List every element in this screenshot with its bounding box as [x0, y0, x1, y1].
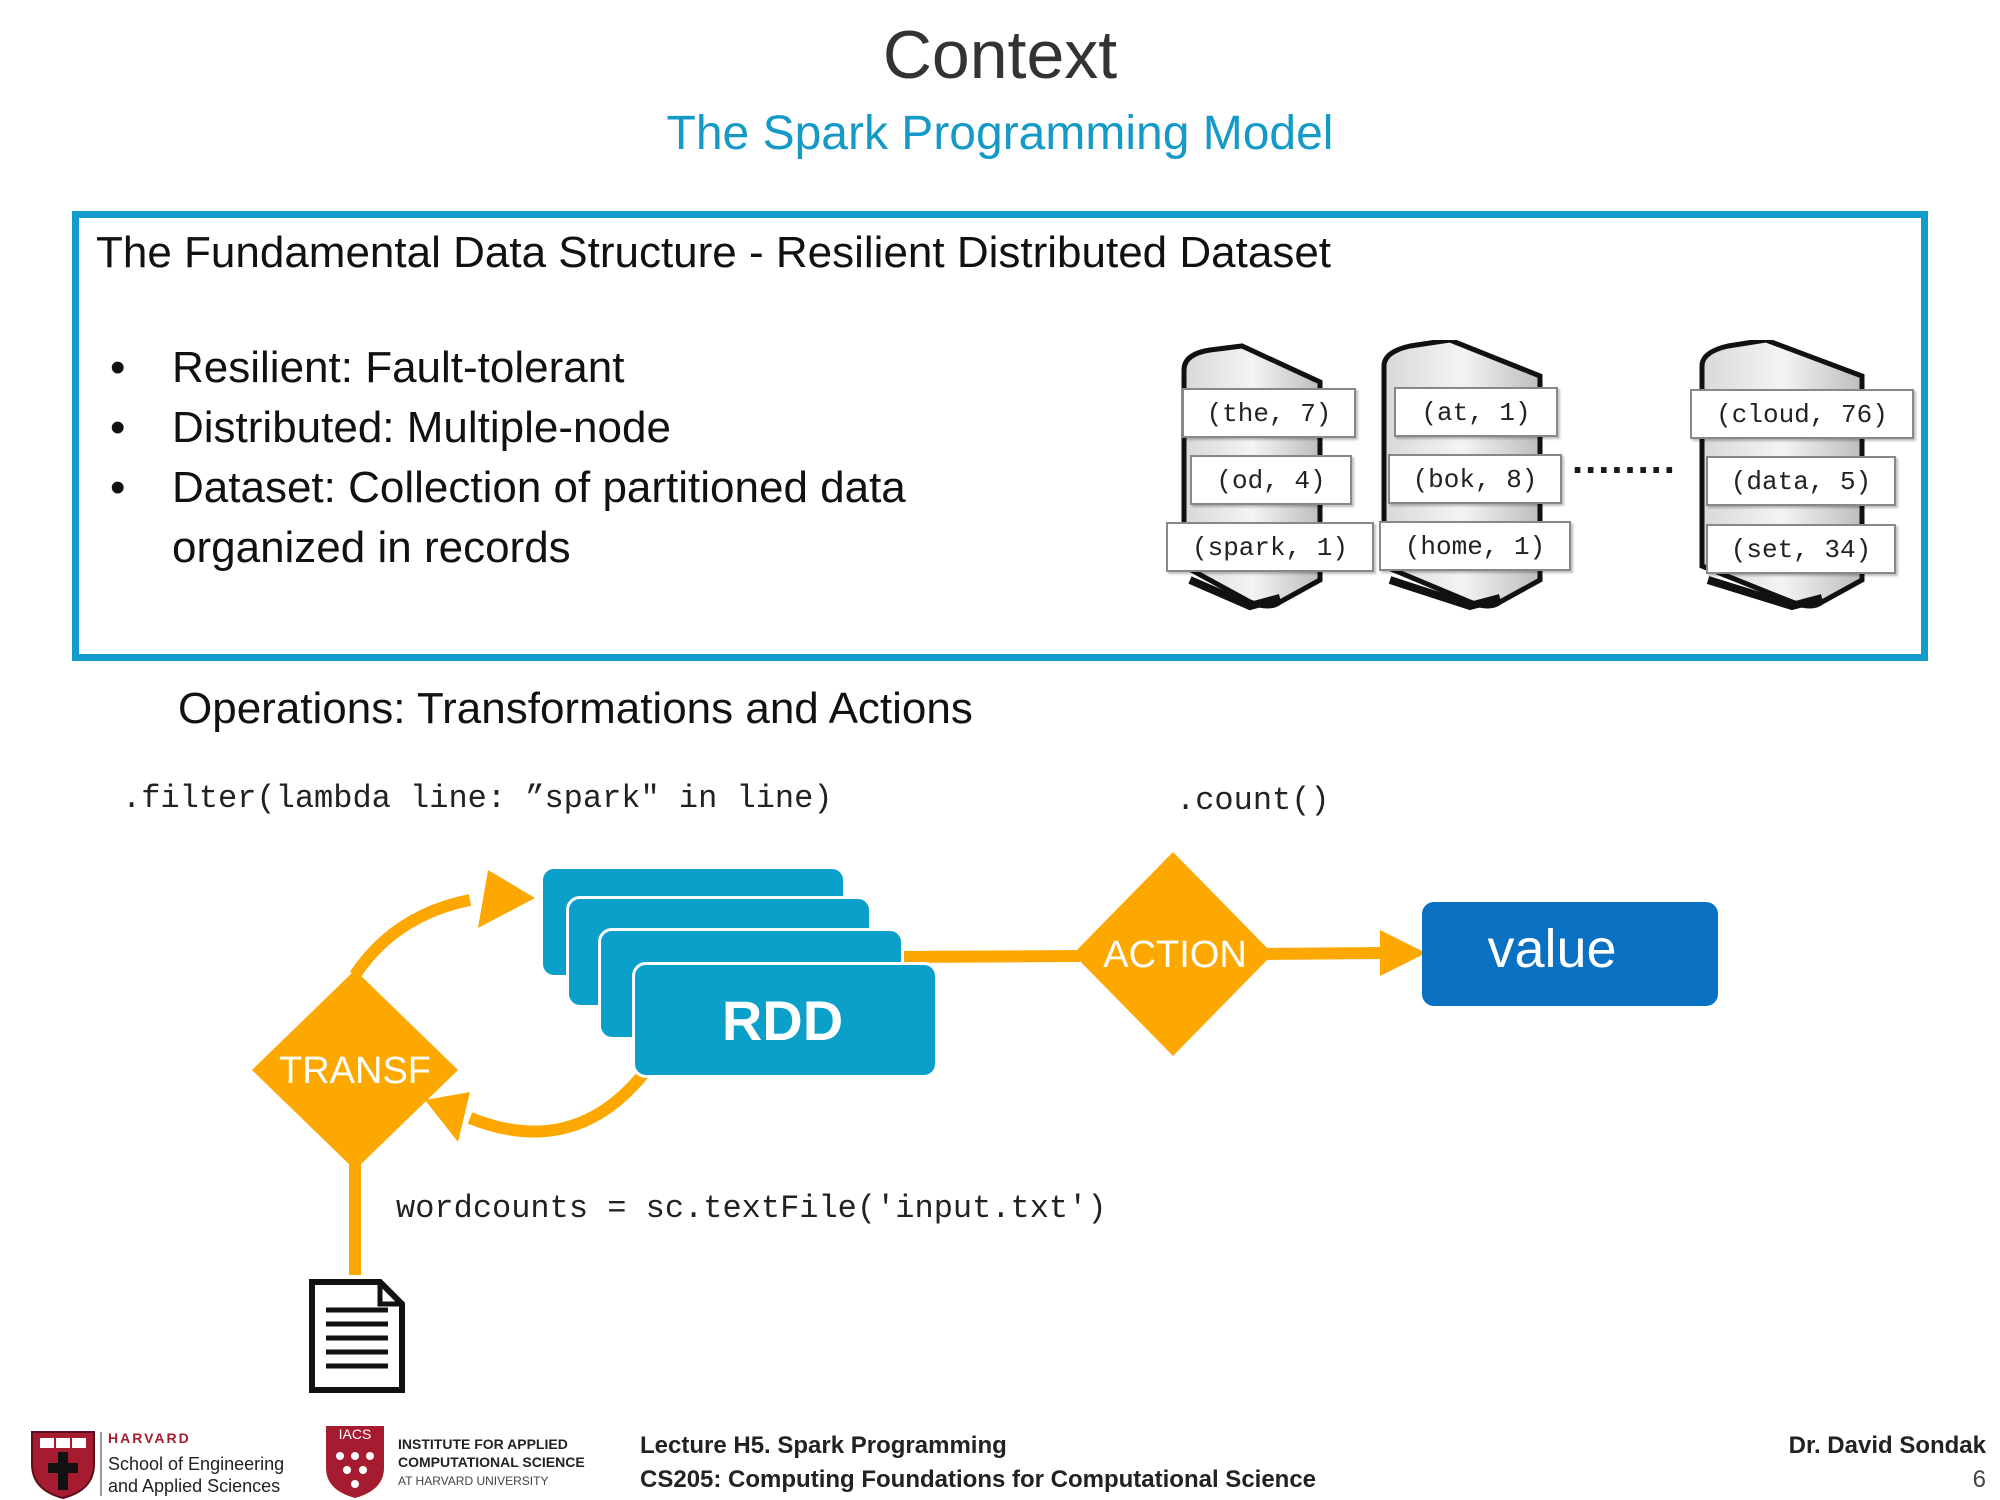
- bullet-item: • Dataset: Collection of partitioned dat…: [110, 458, 906, 518]
- record-cell: (bok, 8): [1388, 454, 1562, 504]
- rdd-definition-box: [72, 211, 1928, 661]
- record-cell: (home, 1): [1379, 521, 1571, 571]
- lecture-title: Lecture H5. Spark Programming: [640, 1432, 1007, 1459]
- iacs-line1: INSTITUTE FOR APPLIED: [398, 1436, 568, 1452]
- rdd-card-front: [632, 962, 938, 1078]
- record-cell: (at, 1): [1394, 387, 1558, 437]
- arrowhead-icon: [1380, 930, 1426, 976]
- harvard-school-line2: and Applied Sciences: [108, 1476, 281, 1496]
- rdd-to-transf-arrow: [467, 1068, 650, 1138]
- filter-code: .filter(lambda line: ”spark" in line): [122, 780, 833, 817]
- harvard-shield-icon: [31, 1431, 95, 1500]
- bullet-item: • Distributed: Multiple-node: [110, 398, 906, 458]
- bullet-text: Resilient: Fault-tolerant: [172, 343, 625, 392]
- record-cell: (the, 7): [1182, 388, 1356, 438]
- iacs-line3: AT HARVARD UNIVERSITY: [398, 1474, 549, 1488]
- document-icon: [309, 1279, 405, 1393]
- ellipsis-dots: ........: [1572, 438, 1677, 482]
- record-cell: (od, 4): [1190, 455, 1352, 505]
- transf-to-rdd-arrow: [350, 894, 472, 979]
- slide-title: Context: [882, 17, 1118, 93]
- record-cell: (data, 5): [1706, 456, 1896, 506]
- value-label: value: [1487, 919, 1617, 979]
- harvard-school-line1: School of Engineering: [108, 1454, 285, 1474]
- course-title: CS205: Computing Foundations for Computa…: [640, 1466, 1317, 1493]
- bullet-text: Distributed: Multiple-node: [172, 403, 671, 452]
- rdd-bullet-list: • Resilient: Fault-tolerant • Distribute…: [110, 338, 906, 578]
- page-number: 6: [1972, 1466, 1986, 1493]
- count-code: .count(): [1176, 782, 1330, 819]
- action-diamond: [1073, 852, 1273, 1056]
- bullet-continuation-text: organized in records: [172, 523, 571, 572]
- author-name: Dr. David Sondak: [1788, 1432, 1986, 1459]
- iacs-shield-icon: [326, 1442, 384, 1498]
- rdd-heading: The Fundamental Data Structure - Resilie…: [96, 228, 1332, 277]
- footer-divider: [100, 1432, 102, 1496]
- bullet-marker: •: [110, 463, 126, 512]
- bullet-item: • Resilient: Fault-tolerant: [110, 338, 906, 398]
- record-cell: (spark, 1): [1166, 522, 1374, 572]
- transf-diamond: [252, 970, 458, 1170]
- bullet-marker: •: [110, 343, 126, 392]
- operations-heading: Operations: Transformations and Actions: [178, 684, 973, 733]
- iacs-badge: IACS: [326, 1426, 384, 1442]
- slide-subtitle: The Spark Programming Model: [666, 107, 1334, 160]
- wordcounts-code: wordcounts = sc.textFile('input.txt'): [396, 1190, 1107, 1227]
- harvard-name: HARVARD: [108, 1430, 191, 1446]
- rdd-label: RDD: [721, 989, 844, 1052]
- bullet-text: Dataset: Collection of partitioned data: [172, 463, 906, 512]
- rdd-to-action-connector: [894, 950, 1081, 963]
- record-cell: (set, 34): [1706, 524, 1896, 574]
- action-to-value-arrow: [1261, 947, 1386, 960]
- arrowhead-icon: [478, 870, 535, 928]
- iacs-line2: COMPUTATIONAL SCIENCE: [398, 1454, 585, 1470]
- record-cell: (cloud, 76): [1690, 389, 1914, 439]
- bullet-marker: •: [110, 403, 126, 452]
- transf-label: TRANSF: [279, 1050, 431, 1092]
- action-label: ACTION: [1103, 934, 1247, 976]
- arrowhead-icon: [425, 1092, 470, 1142]
- bullet-continuation: organized in records: [110, 518, 906, 578]
- value-box: [1422, 902, 1718, 1006]
